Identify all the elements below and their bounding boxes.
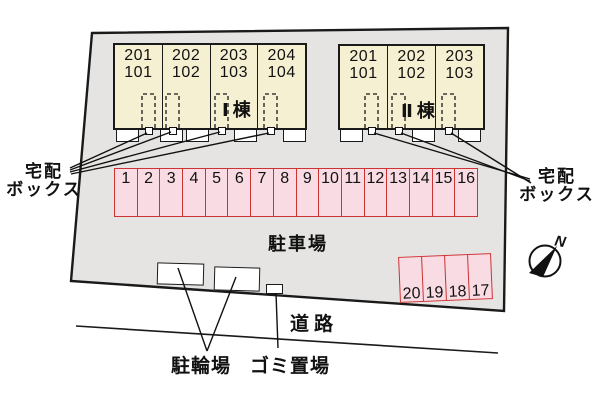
unit-number-upper: 204 [267,47,296,64]
parking-space: 9 [295,169,319,216]
garbage-area-label: ゴミ置場 [250,356,331,377]
bicycle-parking-shed [213,266,261,292]
unit-number-upper: 202 [397,48,426,65]
building-2-name: Ⅱ棟 [401,101,439,121]
parking-space: 12 [363,169,387,216]
building-2: 201 101 202 102 203 103 [338,44,485,130]
parking-space: 1 [121,170,131,187]
delivery-box [445,127,453,135]
unit-number-upper: 203 [219,47,248,64]
parking-space: 19 [421,256,446,302]
parking-row-main: 1 2 3 4 5 6 7 8 9 10 11 12 13 14 15 16 [114,168,478,217]
unit-cell-1-1: 201 101 [115,45,162,128]
parking-space: 6 [227,169,250,216]
unit-number-lower: 104 [267,64,296,81]
bicycle-parking-label: 駐輪場 [171,356,232,377]
unit-number-lower: 101 [124,64,153,81]
delivery-box-label-left-line1: 宅配 [25,162,63,181]
entrance-porch [234,129,257,142]
building-1-name: Ⅰ棟 [222,100,255,120]
entrance-porch [458,129,481,142]
unit-number-lower: 101 [349,65,378,82]
unit-cell-2-2: 202 102 [387,46,435,128]
unit-number-lower: 102 [172,64,201,81]
road-label: 道路 [290,314,339,335]
entrance-porch [412,129,435,142]
delivery-box-label-left: 宅配 ボックス [2,163,86,199]
unit-number-lower: 103 [219,64,248,81]
unit-cell-1-2: 202 102 [161,45,210,128]
parking-space: 20 [402,285,421,303]
parking-space: 2 [136,169,160,216]
delivery-box-label-right-line2: ボックス [519,185,595,204]
entrance-porch [186,129,209,142]
unit-number-lower: 103 [445,65,474,82]
parking-space: 4 [182,169,205,216]
parking-space: 3 [159,169,182,216]
parking-space: 14 [408,169,432,216]
garbage-station-box [266,284,283,294]
unit-number-upper: 201 [349,48,378,65]
unit-cell-1-3: 203 103 [209,45,258,128]
bicycle-parking-shed [156,262,205,286]
parking-row-south: 20 19 18 17 [398,253,493,303]
parking-area-label: 駐車場 [268,234,328,254]
delivery-box-label-right: 宅配 ボックス [514,168,600,204]
delivery-box [169,127,177,135]
delivery-box-label-right-line1: 宅配 [538,167,576,186]
delivery-box-label-left-line2: ボックス [6,180,82,199]
unit-number-upper: 203 [445,48,474,65]
unit-cell-2-1: 201 101 [340,46,387,128]
delivery-box [218,127,226,135]
entrance-porch [116,129,139,142]
parking-space: 11 [340,169,364,216]
parking-space: 18 [444,255,469,301]
building-1: 201 101 202 102 203 103 204 104 [113,43,307,130]
parking-space: 8 [272,169,296,216]
delivery-box [145,127,153,135]
unit-cell-2-3: 203 103 [435,46,483,128]
entrance-porch [340,129,363,142]
parking-space: 7 [250,169,273,216]
unit-number-upper: 201 [124,47,153,64]
unit-cell-1-4: 204 104 [257,45,305,128]
parking-space: 10 [318,169,341,216]
parking-space: 5 [204,169,228,216]
road-edge-line [75,325,499,354]
parking-space: 13 [386,169,409,216]
parking-space: 17 [467,254,492,300]
unit-number-upper: 202 [172,47,201,64]
delivery-box [368,127,376,135]
parking-space: 15 [431,169,455,216]
entrance-porch [283,129,306,142]
unit-number-lower: 102 [397,65,426,82]
delivery-box [267,127,275,135]
parking-space: 16 [454,169,477,216]
delivery-box [395,127,403,135]
